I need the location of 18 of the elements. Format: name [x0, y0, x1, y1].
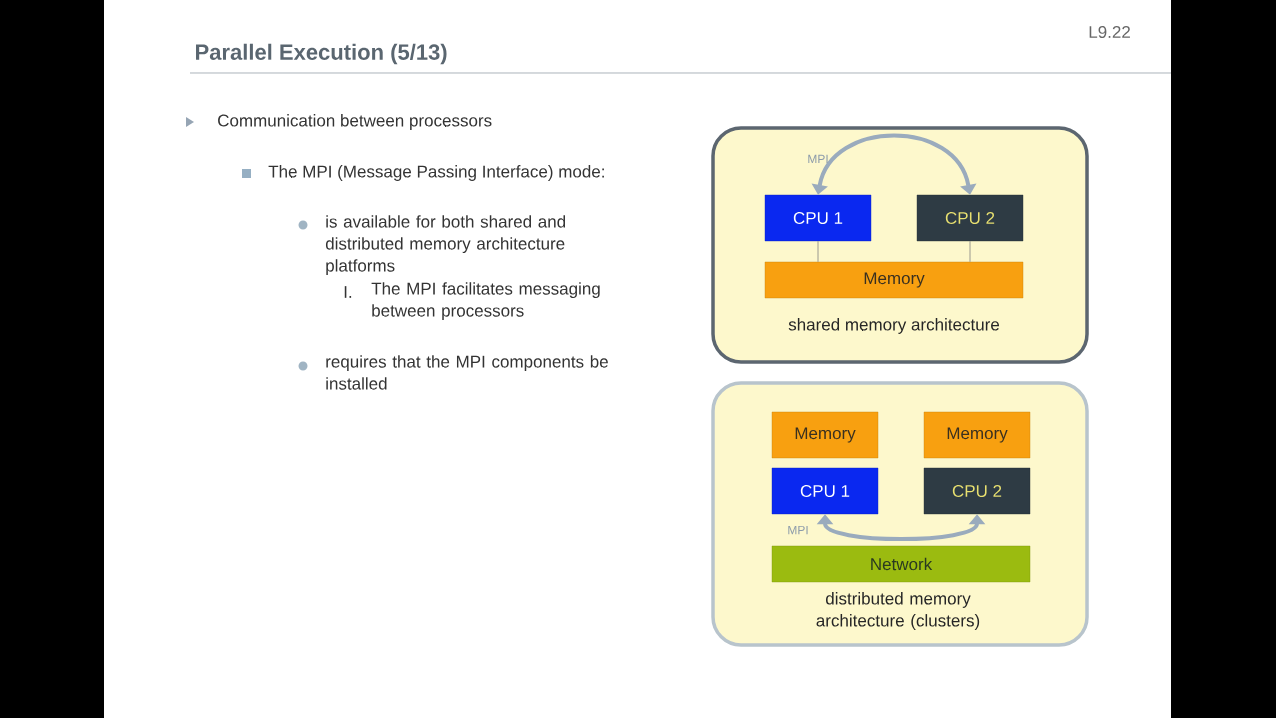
list-number: I.: [344, 286, 352, 298]
cpu-box: CPU 2: [916, 194, 1024, 242]
edge-label: MPI: [808, 154, 828, 164]
page-number: L9.22: [1089, 25, 1130, 38]
bullet-text: The MPI facilitates messaging between processors: [371, 282, 600, 321]
bullet-text: Communication between processors: [218, 114, 492, 130]
edge-label: MPI: [788, 525, 808, 535]
bullet-text: requires that the MPI components be installed: [326, 355, 608, 390]
slide-title: Parallel Execution (5/13): [196, 43, 447, 65]
bullet-text: is available for both shared and distributed memory architecture platforms: [325, 215, 566, 276]
cpu-box: CPU 1: [771, 467, 879, 515]
memory-box: Memory: [771, 411, 879, 459]
network-box: Network: [771, 545, 1031, 583]
memory-box: Memory: [764, 261, 1024, 299]
memory-box: Memory: [923, 411, 1031, 459]
bullet-text: The MPI (Message Passing Interface) mode:: [268, 165, 604, 181]
cpu-box: CPU 1: [764, 194, 872, 242]
cpu-box: CPU 2: [923, 467, 1031, 515]
